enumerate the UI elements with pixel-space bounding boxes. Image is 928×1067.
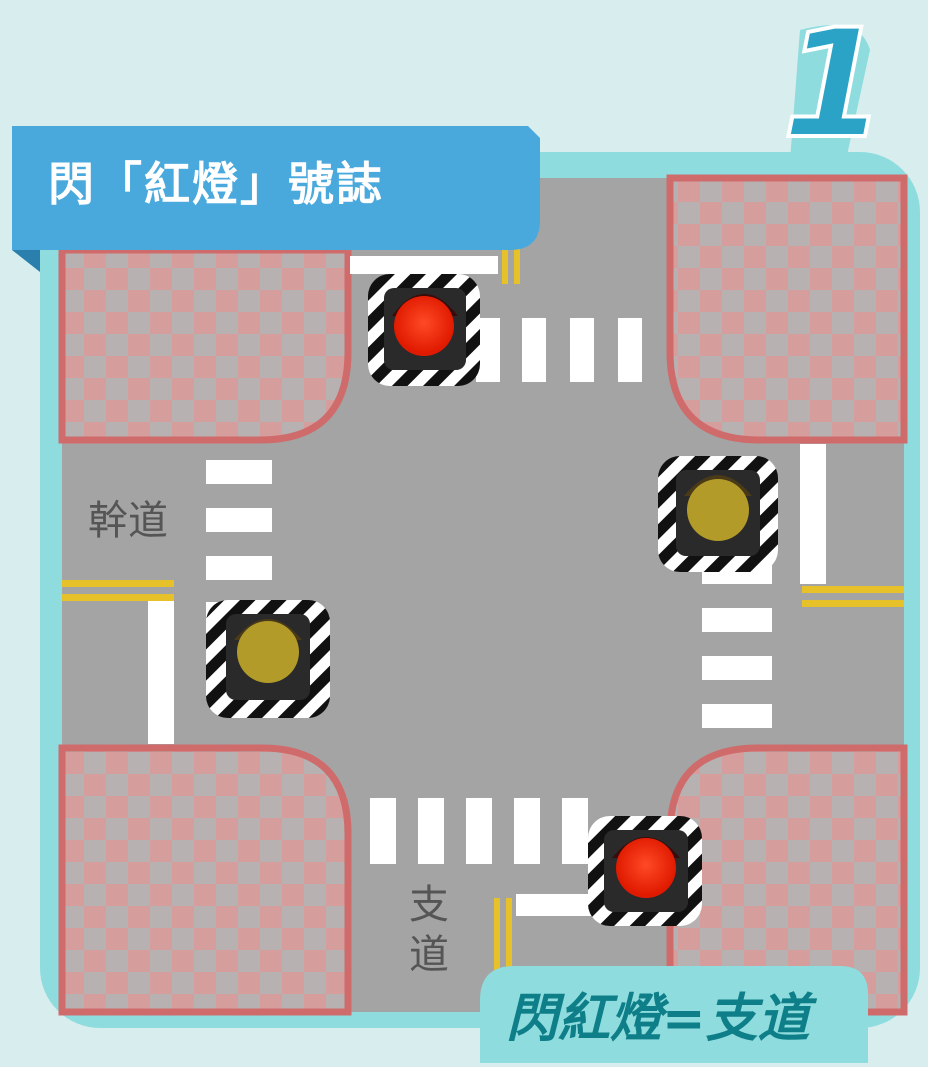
panel-number: 1 <box>780 0 888 172</box>
signal-lamp-red <box>616 838 676 898</box>
signal-right <box>658 456 778 572</box>
stop-line-right <box>800 444 826 584</box>
title-banner-fold <box>12 250 40 272</box>
yellow-line-bottom <box>494 898 512 982</box>
signal-left <box>206 600 330 718</box>
branch-road-label: 支道 <box>409 882 449 978</box>
sidewalk-top-left <box>58 246 352 444</box>
crosswalk-bottom <box>370 798 588 864</box>
caption-tab <box>480 966 868 1063</box>
crosswalk-right <box>702 560 772 728</box>
signal-lamp-yellow <box>687 479 749 541</box>
crosswalk-top <box>476 318 642 382</box>
title-banner <box>12 126 540 250</box>
yellow-line-right <box>802 586 904 607</box>
trunk-road-label: 幹道 <box>88 498 168 544</box>
stop-line-left <box>148 600 174 744</box>
stop-line-top <box>350 256 498 274</box>
signal-lamp-red <box>394 296 454 356</box>
sidewalk-bottom-left <box>58 744 352 1016</box>
yellow-line-left <box>62 580 174 601</box>
signal-bottom <box>588 816 702 926</box>
signal-lamp-yellow <box>237 621 299 683</box>
sidewalk-top-right <box>666 174 908 444</box>
number-badge-backdrop <box>790 25 870 161</box>
caption: 閃紅燈=支道 <box>506 989 810 1049</box>
signal-top <box>368 274 480 386</box>
page-title: 閃「紅燈」號誌 <box>48 157 384 211</box>
